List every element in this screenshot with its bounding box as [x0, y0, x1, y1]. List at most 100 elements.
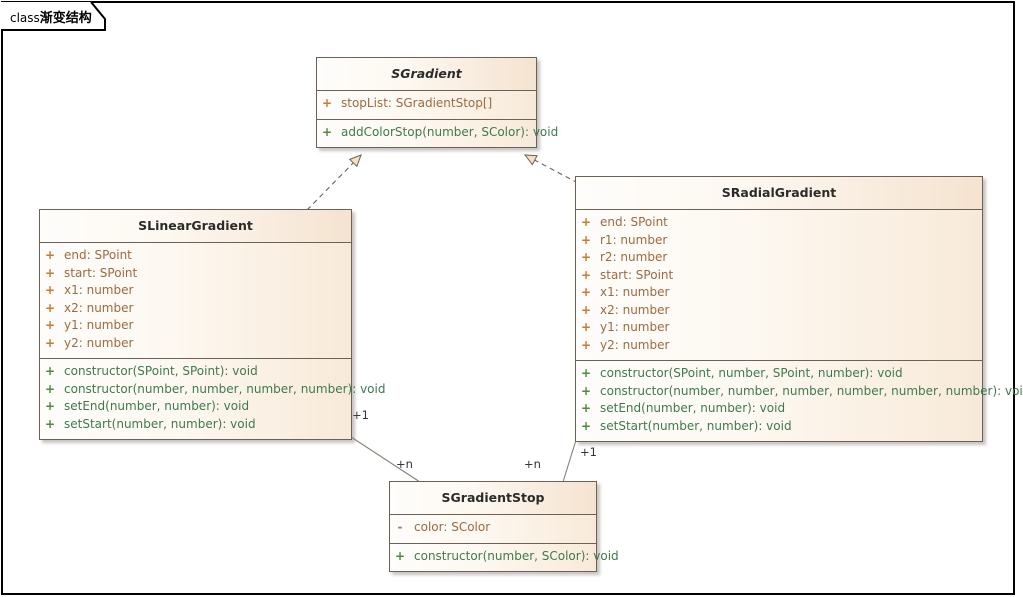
visibility-marker: + [44, 300, 56, 315]
class-name-sgradient: SGradient [317, 58, 536, 91]
method-label: constructor(number, number, number, numb… [600, 383, 1023, 398]
method-row[interactable]: + constructor(SPoint, number, SPoint, num… [576, 366, 982, 384]
method-label: constructor(SPoint, SPoint): void [64, 364, 258, 378]
method-label: constructor(number, SColor): void [414, 548, 619, 563]
visibility-marker: + [580, 366, 592, 380]
visibility-marker: - [397, 520, 403, 534]
attribute-label: x1: number [600, 285, 670, 299]
attribute-label: x2: number [600, 302, 670, 317]
visibility-marker: + [44, 399, 56, 413]
multiplicity-radial-one: +1 [580, 445, 597, 459]
frame-label-text: class渐变结构 [10, 7, 92, 26]
attribute-row[interactable]: + r2: number [576, 250, 982, 268]
class-name-sradial: SRadialGradient [576, 177, 982, 210]
visibility-marker: + [44, 265, 56, 280]
attribute-label: color: SColor [414, 520, 491, 534]
method-section-sgradient: + addColorStop(number, SColor): void [317, 118, 558, 147]
visibility-marker: + [44, 416, 56, 431]
visibility-marker: + [580, 418, 592, 433]
attribute-label: end: SPoint [600, 215, 668, 229]
visibility-marker: + [321, 96, 333, 110]
visibility-marker: + [580, 215, 592, 229]
multiplicity-linear-one: +1 [352, 408, 369, 422]
method-row[interactable]: + constructor(number, number, number, num… [576, 383, 1023, 402]
visibility-marker: + [44, 364, 56, 378]
uml-class-sgradientstop[interactable]: SGradientStop -color: SColor + constructor(… [389, 481, 619, 572]
attribute-row[interactable]: + end: SPoint [576, 215, 982, 233]
method-row[interactable]: + setEnd(number, number): void [40, 399, 351, 417]
uml-class-sradial[interactable]: SRadialGradient+end: SPoint+r1: number+r… [575, 176, 1023, 442]
frame-label-keyword: class [10, 11, 40, 25]
multiplicity-radial-many: +n [524, 457, 541, 471]
frame-label-title: 渐变结构 [39, 11, 92, 26]
attribute-label: end: SPoint [64, 248, 132, 262]
attribute-label: r1: number [600, 232, 668, 247]
diagram-frame-top-right-edge [106, 1, 1015, 3]
visibility-marker: + [44, 335, 56, 350]
method-row[interactable]: + constructor(SPoint, SPoint): void [40, 364, 351, 382]
visibility-marker: + [394, 548, 406, 563]
visibility-marker: + [44, 381, 56, 396]
visibility-marker: + [580, 401, 592, 415]
attribute-row[interactable]: -color: SColor [390, 520, 596, 538]
method-row[interactable]: + setStart(number, number): void [576, 419, 982, 437]
attribute-row[interactable]: + stopList: SGradientStop[] [317, 96, 536, 114]
visibility-marker: + [580, 285, 592, 299]
method-row[interactable]: + constructor(number, SColor): void [390, 548, 619, 567]
attribute-row[interactable]: + y2: number [576, 338, 982, 356]
method-row[interactable]: +constructor(number, number, number, num… [40, 381, 386, 400]
method-label: setStart(number, number): void [600, 418, 792, 433]
method-label: addColorStop(number, SColor): void [341, 124, 559, 139]
class-name-sgradientstop: SGradientStop [390, 482, 596, 515]
method-label: setEnd(number, number): void [600, 401, 786, 415]
attribute-row[interactable]: +r1: number [576, 233, 982, 251]
visibility-marker: + [44, 248, 56, 262]
attribute-row[interactable]: + x1: number [576, 285, 982, 303]
attribute-row[interactable]: + start: SPoint [576, 268, 982, 286]
attribute-row[interactable]: + start: SPoint [40, 266, 351, 284]
method-row[interactable]: + addColorStop(number, SColor): void [317, 124, 558, 143]
uml-class-sgradient[interactable]: SGradient + stopList: SGradientStop[] + addC… [316, 57, 558, 148]
attribute-label: y2: number [64, 335, 134, 350]
multiplicity-linear-many: +n [396, 457, 413, 471]
method-label: constructor(SPoint, number, SPoint, numb… [600, 366, 903, 380]
attribute-row[interactable]: + x1: number [40, 283, 351, 301]
attribute-label: r2: number [600, 250, 668, 264]
method-row[interactable]: + setStart(number, number): void [40, 417, 351, 435]
attribute-section-sgradient: + stopList: SGradientStop[] [317, 91, 536, 119]
attribute-label: start: SPoint [600, 267, 674, 282]
visibility-marker: + [580, 267, 592, 282]
method-section-sradial: + constructor(SPoint, number, SPoint, num… [576, 360, 1023, 441]
visibility-marker: + [580, 383, 592, 398]
visibility-marker: + [580, 302, 592, 317]
visibility-marker: + [44, 283, 56, 297]
class-name-slinear: SLinearGradient [40, 210, 351, 243]
attribute-row[interactable]: + x2: number [576, 303, 982, 321]
method-label: setEnd(number, number): void [64, 399, 250, 413]
attribute-label: y2: number [600, 337, 670, 352]
frame-label-tab: class渐变结构 [1, 1, 107, 32]
attribute-row[interactable]: +x2: number [40, 301, 351, 319]
attribute-label: start: SPoint [64, 265, 138, 280]
attribute-row[interactable]: + y1: number [40, 318, 351, 336]
attribute-label: y1: number [600, 320, 670, 334]
attribute-section-sgradientstop: -color: SColor [390, 515, 596, 543]
visibility-marker: + [580, 337, 592, 352]
visibility-marker: + [321, 124, 333, 139]
attribute-section-slinear: + end: SPoint + start: SPoint + x1: number +x2… [40, 243, 351, 358]
attribute-row[interactable]: +y1: number [576, 320, 982, 338]
attribute-label: y1: number [64, 318, 134, 332]
visibility-marker: + [44, 318, 56, 332]
visibility-marker: + [580, 250, 592, 264]
attribute-section-sradial: +end: SPoint+r1: number+r2: number+start… [576, 210, 982, 360]
method-label: setStart(number, number): void [64, 416, 256, 431]
method-section-sgradientstop: + constructor(number, SColor): void [390, 542, 619, 571]
method-row[interactable]: + setEnd(number, number): void [576, 401, 982, 419]
uml-class-slinear[interactable]: SLinearGradient + end: SPoint + start: SPoin… [39, 209, 386, 440]
attribute-row[interactable]: + end: SPoint [40, 248, 351, 266]
attribute-row[interactable]: + y2: number [40, 336, 351, 354]
attribute-label: x1: number [64, 283, 134, 297]
attribute-label: stopList: SGradientStop[] [341, 96, 493, 110]
